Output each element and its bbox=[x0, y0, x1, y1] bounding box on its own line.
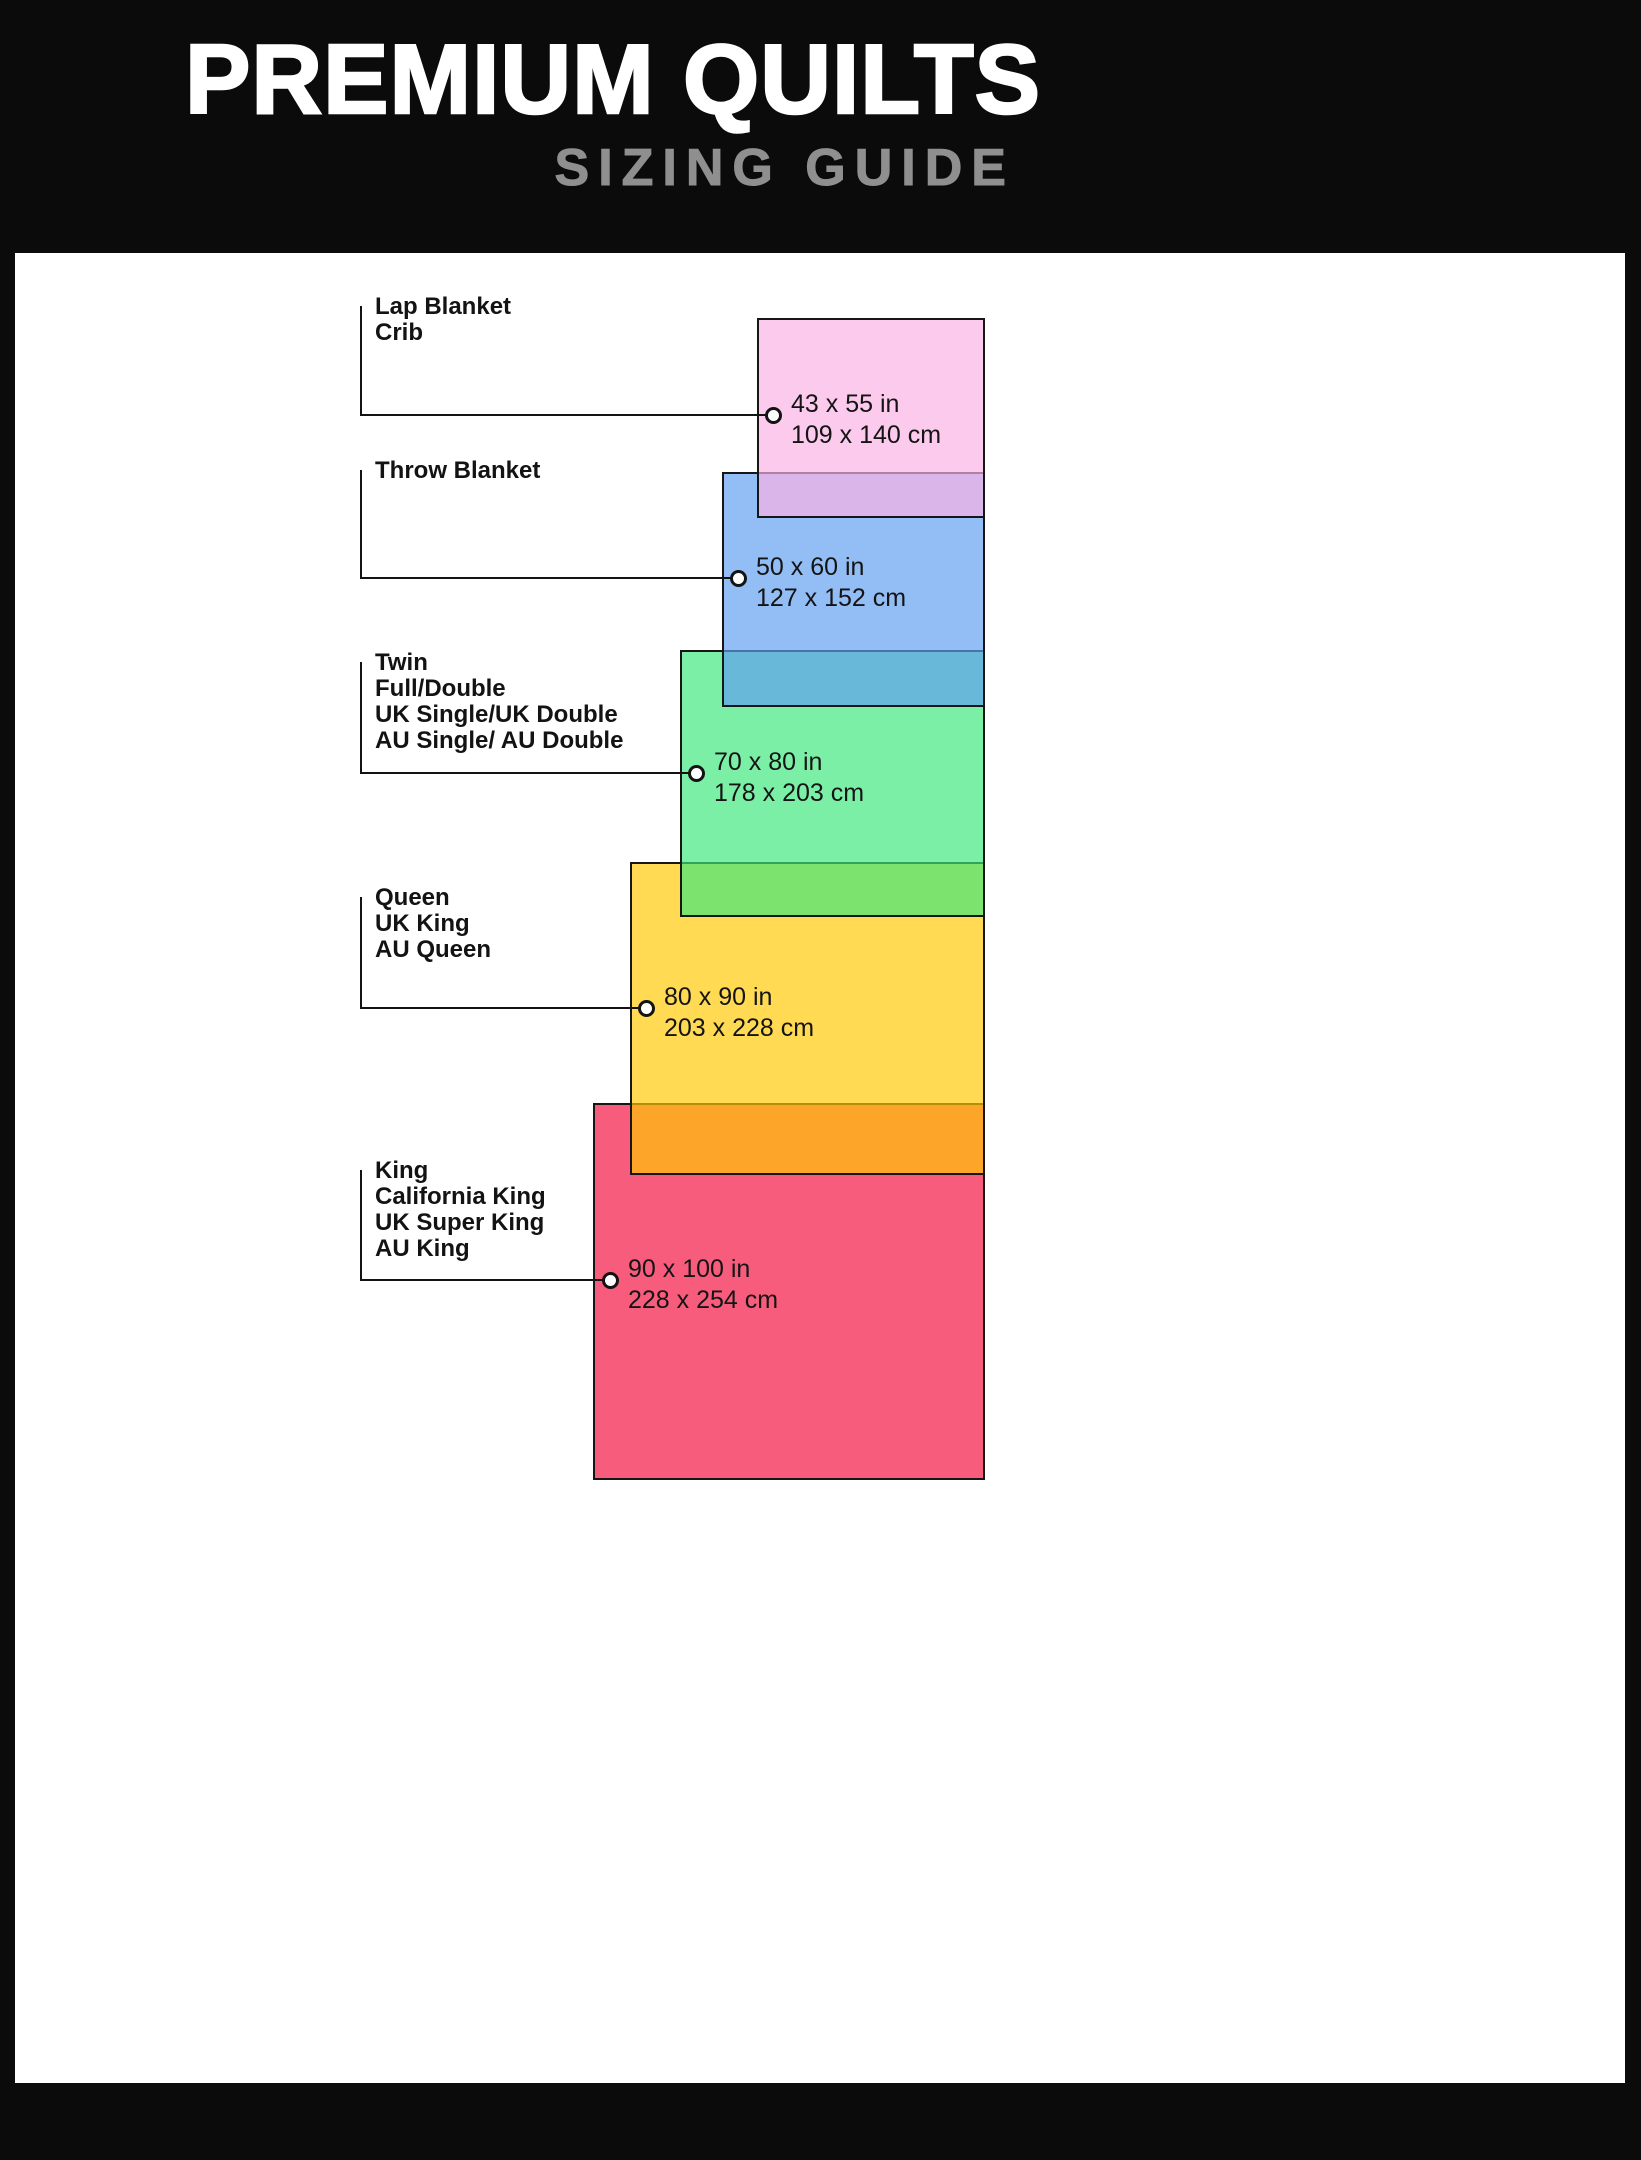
item-label-line: UK Single/UK Double bbox=[375, 701, 618, 728]
marker-dot bbox=[730, 570, 747, 587]
item-label-line: Lap Blanket bbox=[375, 293, 512, 320]
size-label-queen: 80 x 90 in 203 x 228 cm bbox=[664, 982, 814, 1044]
marker-dot bbox=[602, 1272, 619, 1289]
size-centimeters: 203 x 228 cm bbox=[664, 1014, 815, 1042]
connector-line-horizontal bbox=[360, 577, 731, 579]
connector-line-horizontal bbox=[360, 1279, 603, 1281]
item-label-line: AU Single/ AU Double bbox=[375, 727, 624, 754]
size-inches: 80 x 90 in bbox=[664, 983, 773, 1011]
item-label-line: Crib bbox=[375, 319, 423, 346]
item-label-line: California King bbox=[375, 1183, 546, 1210]
item-label-line: AU King bbox=[375, 1235, 470, 1262]
size-centimeters: 109 x 140 cm bbox=[791, 421, 942, 449]
item-label-throw-blanket: Throw Blanket bbox=[375, 458, 540, 484]
page-title: PREMIUM QUILTS bbox=[184, 24, 1042, 134]
connector-line-vertical bbox=[360, 662, 362, 773]
connector-line-horizontal bbox=[360, 1007, 639, 1009]
connector-line-vertical bbox=[360, 1170, 362, 1280]
size-label-twin-full-double: 70 x 80 in 178 x 203 cm bbox=[714, 747, 864, 809]
size-centimeters: 178 x 203 cm bbox=[714, 779, 865, 807]
item-label-line: Throw Blanket bbox=[375, 457, 541, 484]
item-label-line: UK Super King bbox=[375, 1209, 545, 1236]
connector-line-vertical bbox=[360, 306, 362, 415]
size-inches: 50 x 60 in bbox=[756, 553, 865, 581]
size-label-throw-blanket: 50 x 60 in 127 x 152 cm bbox=[756, 552, 906, 614]
item-label-line: Full/Double bbox=[375, 675, 506, 702]
size-inches: 70 x 80 in bbox=[714, 748, 823, 776]
item-label-line: AU Queen bbox=[375, 936, 492, 963]
size-inches: 90 x 100 in bbox=[628, 1255, 751, 1283]
connector-line-horizontal bbox=[360, 414, 766, 416]
connector-line-vertical bbox=[360, 470, 362, 578]
item-label-line: UK King bbox=[375, 910, 470, 937]
size-inches: 43 x 55 in bbox=[791, 390, 900, 418]
item-label-line: King bbox=[375, 1157, 429, 1184]
size-label-lap-blanket-crib: 43 x 55 in 109 x 140 cm bbox=[791, 389, 941, 451]
page-subtitle: SIZING GUIDE bbox=[554, 138, 1015, 197]
connector-line-vertical bbox=[360, 897, 362, 1008]
connector-line-horizontal bbox=[360, 772, 689, 774]
item-label-line: Twin bbox=[375, 649, 428, 676]
marker-dot bbox=[638, 1000, 655, 1017]
item-label-line: Queen bbox=[375, 884, 450, 911]
marker-dot bbox=[765, 407, 782, 424]
size-centimeters: 127 x 152 cm bbox=[756, 584, 907, 612]
marker-dot bbox=[688, 765, 705, 782]
size-label-king: 90 x 100 in 228 x 254 cm bbox=[628, 1254, 778, 1316]
header: PREMIUM QUILTS SIZING GUIDE bbox=[184, 24, 1042, 198]
quilt-rect-lap-blanket-crib bbox=[757, 318, 985, 518]
size-centimeters: 228 x 254 cm bbox=[628, 1286, 779, 1314]
